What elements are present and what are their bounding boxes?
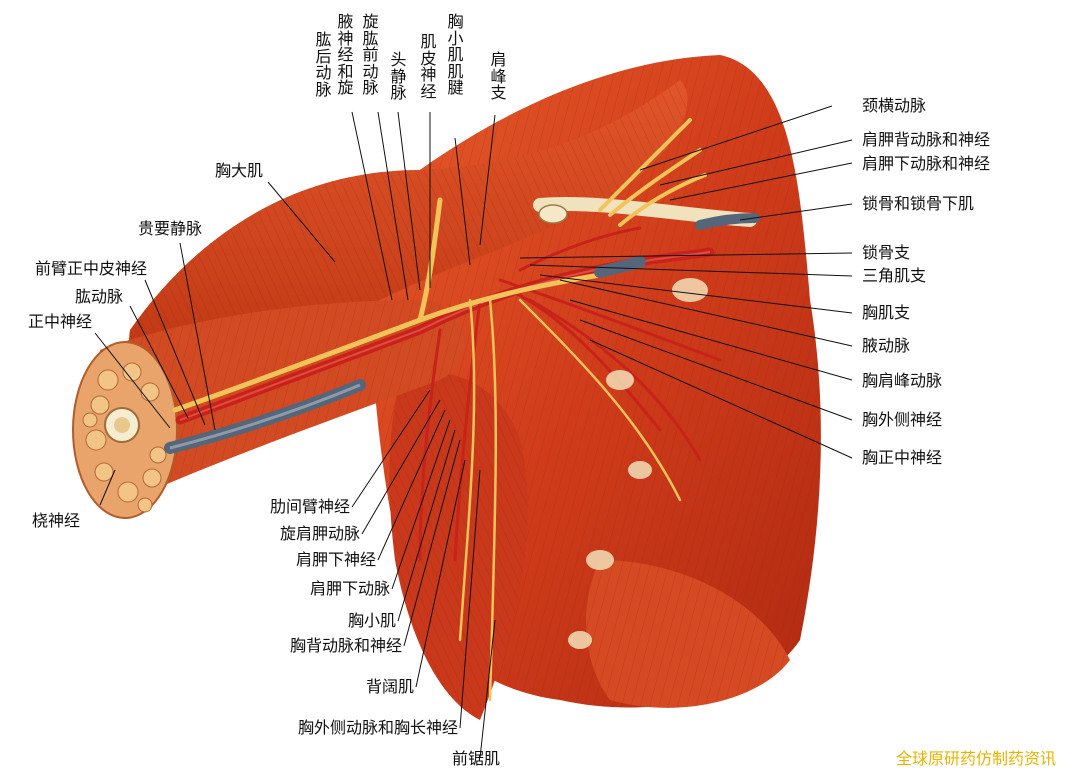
label-medial-antebrachial-cutaneous-nerve: 前臂正中皮神经 [35,259,148,278]
label-lateral-thoracic-long-thoracic: 胸外侧动脉和胸长神经 [297,718,458,737]
label-axillary-nerve: 腋神经和旋 [337,12,354,97]
watermark: 全球原研药仿制药资讯 [895,749,1056,768]
label-intercostobrachial-nerve: 肋间臂神经 [269,497,350,516]
musculocutaneous-nerve [417,197,443,323]
median-nerve [172,272,603,413]
label-basilic-vein: 贵要静脉 [138,219,203,238]
label-thoracoacromial-artery: 胸肩峰动脉 [862,371,943,390]
label-medial-pectoral-nerve: 胸正中神经 [862,448,943,467]
label-posterior-circumflex-humeral: 肱后动脉 [315,30,332,99]
label-anterior-circumflex-humeral: 旋肱前动脉 [362,12,379,97]
label-subscapular-nerve: 肩胛下神经 [295,550,376,569]
label-subscapular-artery: 肩胛下动脉 [309,579,390,598]
label-serratus-anterior: 前锯肌 [452,749,501,768]
label-pectoralis-minor: 胸小肌 [347,611,396,630]
label-dorsal-scapular: 肩胛背动脉和神经 [862,130,991,149]
label-deltoid-branch: 三角肌支 [862,266,927,285]
cephalic-vein-stump [594,256,646,278]
label-axillary-artery: 腋动脉 [862,336,911,355]
label-acromial-branch: 肩峰支 [490,50,507,102]
label-circumflex-scapular-artery: 旋肩胛动脉 [279,524,360,543]
label-transverse-cervical-artery: 颈横动脉 [862,96,927,115]
label-radial-nerve: 桡神经 [32,511,81,530]
leader-lines [94,105,853,759]
label-cephalic-vein: 头静脉 [390,50,407,102]
label-clavicle-subclavius: 锁骨和锁骨下肌 [862,194,975,213]
label-thoracodorsal: 胸背动脉和神经 [289,636,402,655]
label-pectoralis-minor-tendon: 胸小肌肌腱 [447,12,464,97]
label-clavicular-branch: 锁骨支 [862,243,911,262]
label-latissimus-dorsi: 背阔肌 [365,677,414,696]
label-musculocutaneous-nerve: 肌皮神经 [420,32,437,101]
label-suprascapular: 肩胛下动脉和神经 [862,154,991,173]
label-lateral-pectoral-nerve: 胸外侧神经 [862,410,943,429]
label-median-nerve: 正中神经 [28,312,93,331]
label-brachial-artery: 肱动脉 [75,287,124,306]
label-pectoral-branch: 胸肌支 [862,303,911,322]
label-pectoralis-major: 胸大肌 [215,161,264,180]
